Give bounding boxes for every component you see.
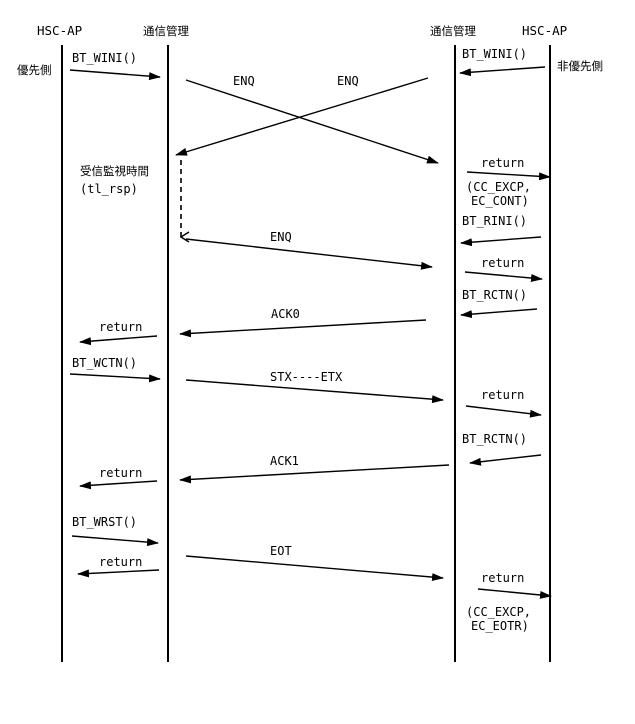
ec-eotr-label: EC_EOTR) [471,619,529,633]
bt-wrst-arrow [71,535,159,547]
enq-arrow-to-right [185,79,439,164]
enq-2-arrow [185,238,433,270]
bt-wrst-label: BT_WRST() [72,515,137,529]
eot-arrow [185,555,444,582]
return-l1-label: return [99,320,142,334]
stx-etx-arrow [185,379,444,404]
left-comm-header: 通信管理 [143,24,189,38]
return-r2-arrow [464,271,543,282]
return-r2-label: return [481,256,524,270]
return-r3-arrow [465,405,542,418]
timer-label: 受信監視時間 [80,164,149,178]
ack0-arrow [179,319,427,338]
return-l2-label: return [99,466,142,480]
right-comm-header: 通信管理 [430,24,476,38]
return-r1-arrow [466,171,551,181]
bt-rctn-2-arrow [469,454,542,466]
enq-arrow-to-left [175,77,429,156]
enq-left-label: ENQ [233,74,255,88]
return-r1-label: return [481,156,524,170]
ack1-arrow [179,464,450,484]
ec-cont-label: EC_CONT) [471,194,529,208]
ack0-label: ACK0 [271,307,300,321]
bt-rctn-1-label: BT_RCTN() [462,288,527,302]
bt-wini-right-arrow [459,66,546,77]
return-r4-arrow [477,588,552,599]
bt-wctn-label: BT_WCTN() [72,356,137,370]
return-l2-arrow [79,480,158,490]
priority-side-label: 優先側 [17,63,52,77]
ack1-label: ACK1 [270,454,299,468]
enq-2-label: ENQ [270,230,292,244]
left-ap-header: HSC-AP [37,23,82,38]
bt-wini-left-arrow [69,69,161,81]
bt-wini-right-label: BT_WINI() [462,47,527,61]
bt-rctn-1-arrow [460,308,538,319]
return-l1-arrow [79,335,158,346]
bt-rctn-2-label: BT_RCTN() [462,432,527,446]
bt-rini-label: BT_RINI() [462,214,527,228]
return-l3-arrow [77,569,160,578]
return-r4-label: return [481,571,524,585]
timer-param-label: (tl_rsp) [80,182,138,196]
bt-wctn-arrow [69,373,161,383]
right-ap-header: HSC-AP [522,23,567,38]
enq-right-label: ENQ [337,74,359,88]
return-l3-label: return [99,555,142,569]
stx-etx-label: STX----ETX [270,370,343,384]
cc-excp-2-label: (CC_EXCP, [466,605,531,619]
bt-wini-left-label: BT_WINI() [72,51,137,65]
non-priority-side-label: 非優先側 [557,59,603,73]
eot-label: EOT [270,544,292,558]
return-r3-label: return [481,388,524,402]
cc-excp-1-label: (CC_EXCP, [466,180,531,194]
bt-rini-arrow [460,236,542,247]
